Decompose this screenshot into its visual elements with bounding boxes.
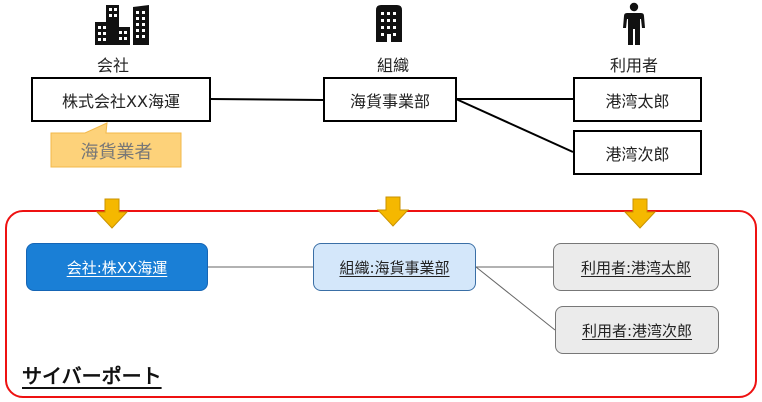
callout-shape — [50, 122, 182, 168]
caption-organization: 組織 — [376, 56, 409, 75]
connector-company-org — [209, 98, 324, 101]
down-arrow-icon — [95, 198, 129, 229]
office-buildings-icon — [95, 5, 149, 45]
down-arrow-icon — [376, 196, 410, 227]
down-arrow-icon — [623, 198, 657, 229]
cyberport-user-label-1[interactable]: 利用者:港湾太郎 — [580, 258, 692, 277]
cyberport-title: サイバーポート — [22, 364, 162, 388]
caption-user: 利用者 — [609, 56, 658, 75]
cyberport-company-link[interactable]: 会社:株XX海運 — [26, 243, 208, 291]
cyberport-user-link-2[interactable]: 利用者:港湾次郎 — [555, 306, 719, 354]
connector-cp-org-user2 — [475, 266, 556, 331]
user-box-1: 港湾太郎 — [573, 77, 702, 122]
person-icon — [623, 2, 645, 45]
cyberport-user-label-2[interactable]: 利用者:港湾次郎 — [581, 321, 693, 340]
organization-box: 海貨事業部 — [323, 77, 457, 122]
company-box: 株式会社XX海運 — [31, 77, 211, 122]
cyberport-organization-label[interactable]: 組織:海貨事業部 — [339, 258, 450, 277]
building-icon — [376, 5, 402, 42]
cyberport-user-link-1[interactable]: 利用者:港湾太郎 — [553, 243, 719, 291]
cyberport-company-label[interactable]: 会社:株XX海運 — [66, 258, 168, 277]
caption-company: 会社 — [96, 56, 129, 75]
connector-org-user2 — [455, 98, 574, 153]
cyberport-organization-link[interactable]: 組織:海貨事業部 — [313, 243, 476, 291]
callout-label: 海貨業者 — [80, 141, 153, 163]
user-box-2: 港湾次郎 — [573, 130, 702, 175]
